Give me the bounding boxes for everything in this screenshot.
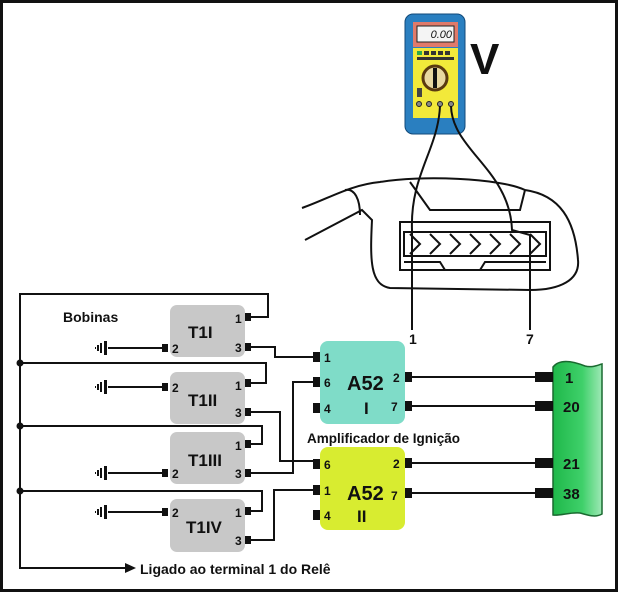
amplifier-title: Amplificador de Ignição bbox=[307, 431, 460, 446]
ecu-pin-label: 21 bbox=[563, 456, 580, 473]
ecu-pin-label: 20 bbox=[563, 399, 580, 416]
coil-label: T1IV bbox=[186, 518, 223, 537]
amplifier-a52-ii: A52 II 6 1 4 2 7 bbox=[313, 447, 412, 530]
pin-label: 4 bbox=[324, 509, 331, 523]
meter-display: 0.00 bbox=[431, 29, 453, 41]
pin-label: 3 bbox=[235, 534, 242, 548]
amplifier-roman: I bbox=[364, 399, 369, 418]
coil-t1iv: T1IV 2 1 3 bbox=[162, 499, 251, 552]
pin-label: 2 bbox=[172, 381, 179, 395]
coil-supply-bus bbox=[19, 293, 269, 569]
amplifier-roman: II bbox=[357, 507, 366, 526]
pin-label: 3 bbox=[235, 341, 242, 355]
ecu-pin-label: 1 bbox=[565, 370, 573, 387]
coil-label: T1III bbox=[188, 451, 222, 470]
arrow-icon bbox=[125, 563, 136, 573]
pin-label: 2 bbox=[393, 371, 400, 385]
connector-drawing bbox=[301, 177, 580, 292]
pin-label: 6 bbox=[324, 376, 331, 390]
amplifier-a52-i: A52 I 1 6 4 2 7 bbox=[313, 341, 412, 424]
pin-label: 1 bbox=[235, 379, 242, 393]
pin-label: 6 bbox=[324, 458, 331, 472]
relay-note: Ligado ao terminal 1 do Relê bbox=[140, 561, 331, 577]
pin-label: 1 bbox=[324, 484, 331, 498]
pin-label: 1 bbox=[235, 439, 242, 453]
pin-label: 4 bbox=[324, 402, 331, 416]
pin-label: 2 bbox=[393, 457, 400, 471]
multimeter-icon: 0.00 bbox=[404, 13, 466, 135]
ecu-connector: 1 20 21 38 bbox=[535, 360, 603, 517]
pin-label: 2 bbox=[172, 342, 179, 356]
coil-label: T1I bbox=[188, 323, 213, 342]
pin-label: 3 bbox=[235, 467, 242, 481]
coil-t1ii: T1II 2 1 3 bbox=[162, 372, 251, 424]
ecu-pin-label: 38 bbox=[563, 486, 580, 503]
coil-t1iii: T1III 2 1 3 bbox=[162, 432, 251, 484]
coil-label: T1II bbox=[188, 391, 217, 410]
coils-title: Bobinas bbox=[63, 309, 118, 325]
connector-pin-7-label: 7 bbox=[526, 331, 534, 347]
amplifier-label: A52 bbox=[347, 373, 384, 395]
pin-label: 1 bbox=[235, 312, 242, 326]
probe-lead-black bbox=[410, 105, 441, 330]
coil-t1i: T1I 2 1 3 bbox=[162, 305, 251, 357]
amplifier-label: A52 bbox=[347, 483, 384, 505]
signal-wires bbox=[108, 346, 550, 541]
ground-icons bbox=[95, 341, 107, 519]
probe-lead-red bbox=[450, 105, 531, 330]
junction-dots bbox=[16, 359, 24, 495]
connector-pin-1-label: 1 bbox=[409, 331, 417, 347]
pin-label: 7 bbox=[391, 489, 398, 503]
pin-label: 3 bbox=[235, 406, 242, 420]
pin-label: 1 bbox=[235, 506, 242, 520]
pin-label: 7 bbox=[391, 400, 398, 414]
pin-label: 2 bbox=[172, 506, 179, 520]
voltage-unit-label: V bbox=[470, 35, 500, 84]
pin-label: 1 bbox=[324, 351, 331, 365]
pin-label: 2 bbox=[172, 467, 179, 481]
